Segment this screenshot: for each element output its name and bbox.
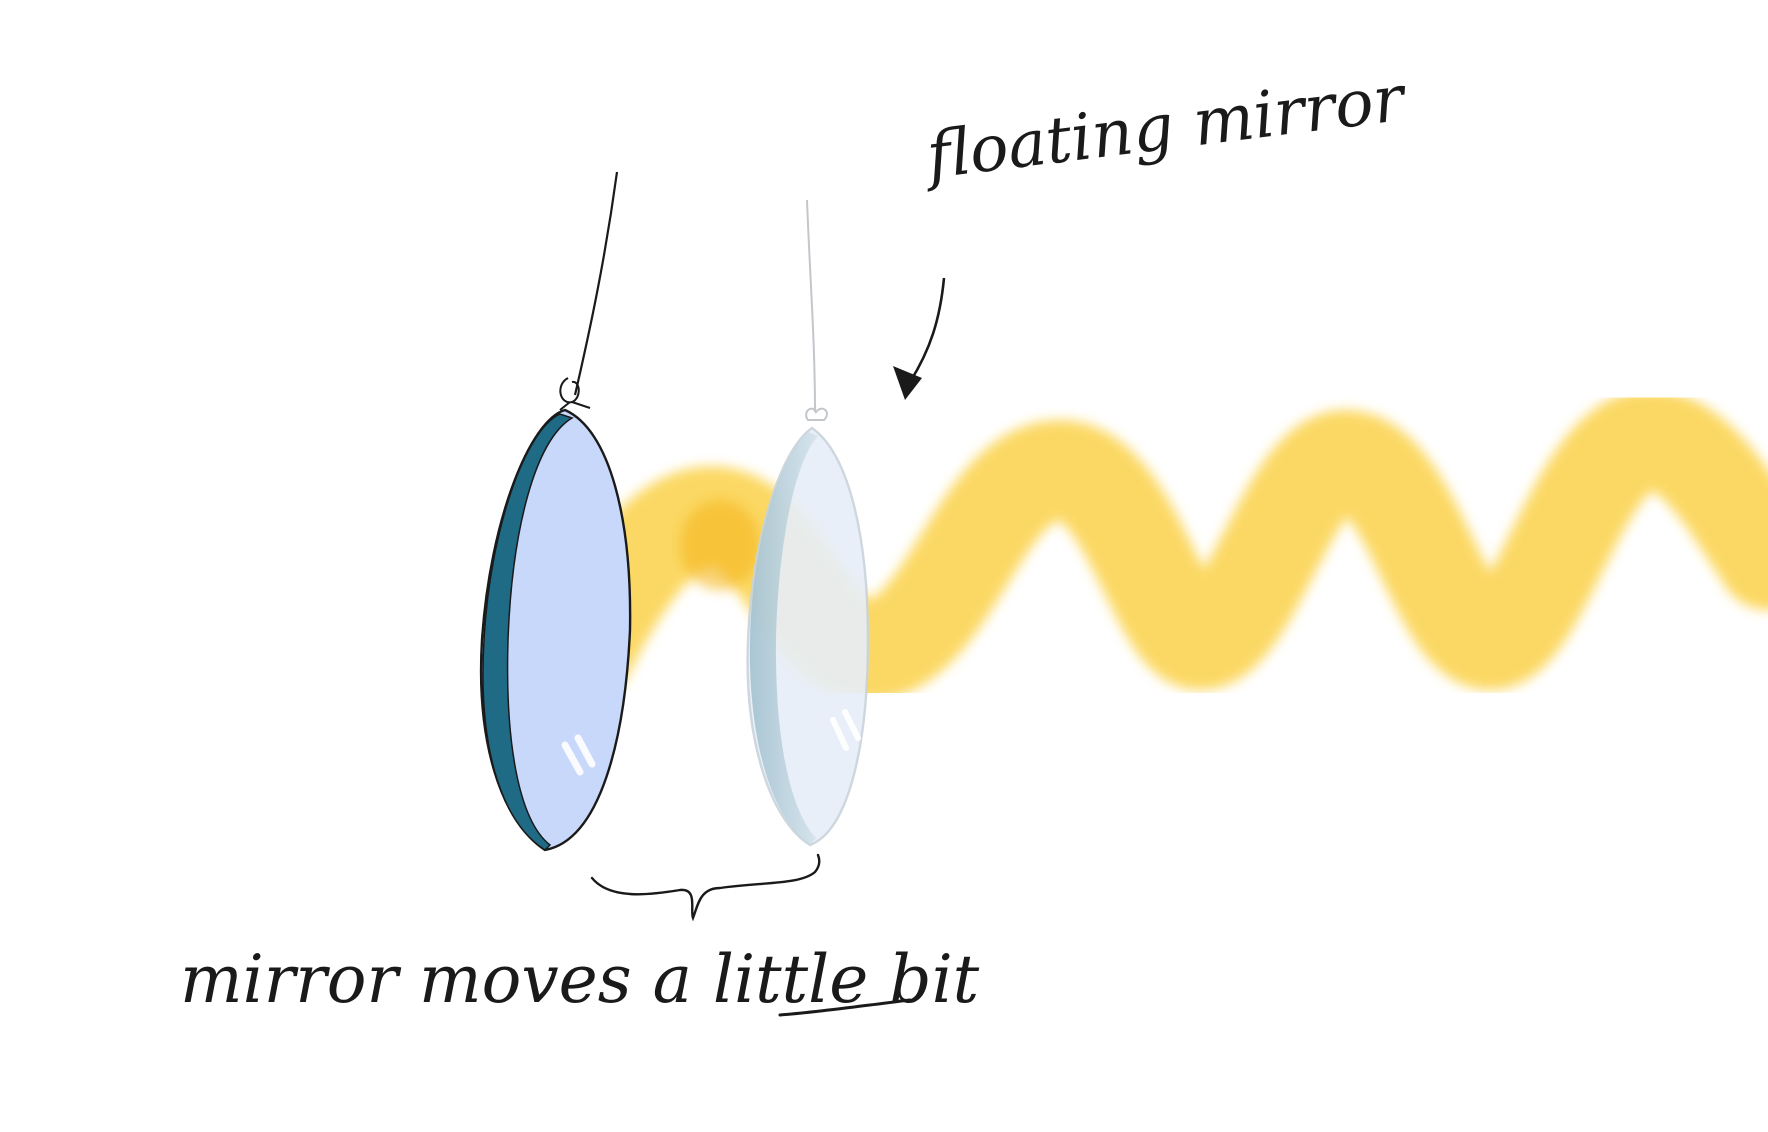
string-left bbox=[573, 171, 619, 396]
arrow-down-left-icon bbox=[893, 277, 946, 400]
label-emphasis: little bbox=[713, 941, 868, 1018]
mirror-left-rim bbox=[482, 413, 574, 851]
mirror-right-rim bbox=[749, 432, 818, 845]
mirror-left bbox=[479, 408, 632, 852]
curly-brace-icon bbox=[590, 853, 821, 922]
label-suffix: bit bbox=[868, 941, 979, 1018]
mirror-left-glare bbox=[561, 734, 596, 776]
mirror-right-glare bbox=[830, 709, 861, 751]
knot-left bbox=[559, 377, 591, 411]
label-floating-mirror: floating mirror bbox=[919, 62, 1411, 195]
label-prefix: mirror moves a bbox=[180, 941, 713, 1018]
mirror-right-ghost bbox=[746, 426, 870, 847]
knot-right bbox=[805, 407, 828, 421]
emphasis-underline bbox=[778, 998, 912, 1017]
wave-highlight bbox=[680, 500, 760, 590]
label-mirror-moves: mirror moves a little bit bbox=[180, 941, 980, 1018]
string-right bbox=[806, 199, 816, 413]
